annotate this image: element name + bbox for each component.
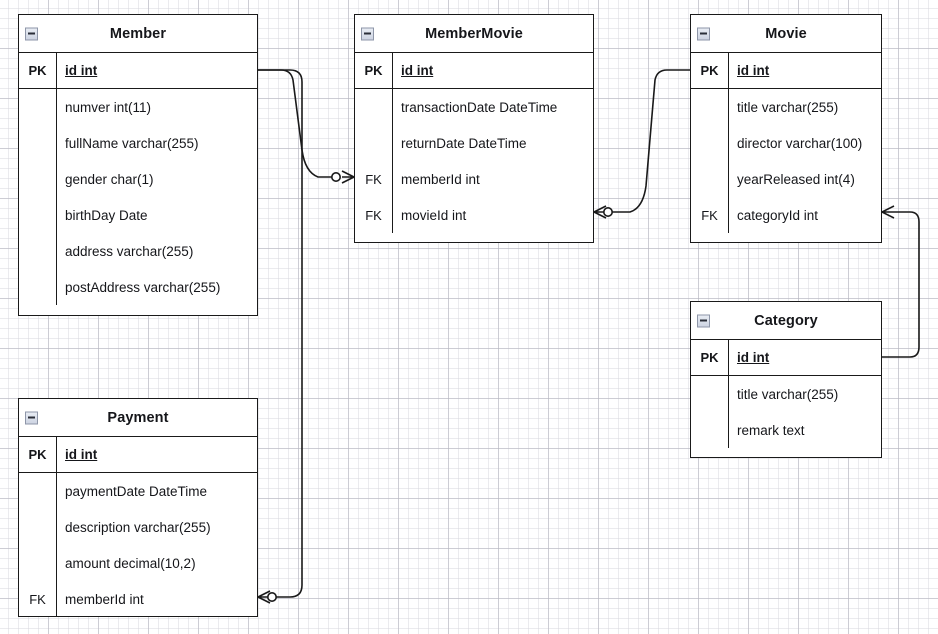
- row-field-label: transactionDate DateTime: [401, 99, 558, 115]
- entity-row-primary-key[interactable]: PK id int: [355, 53, 593, 89]
- entity-title: MemberMovie: [425, 25, 523, 42]
- minus-icon[interactable]: [25, 411, 38, 424]
- row-key-label: PK: [700, 63, 719, 78]
- row-field-label: fullName varchar(255): [65, 135, 199, 151]
- row-field-label: amount decimal(10,2): [65, 555, 196, 571]
- entity-row-field[interactable]: returnDate DateTime: [355, 125, 593, 161]
- row-field-label: returnDate DateTime: [401, 135, 527, 151]
- row-key-label: FK: [29, 591, 46, 607]
- row-field-label: remark text: [737, 422, 805, 438]
- minus-icon[interactable]: [697, 314, 710, 327]
- entity-row-field[interactable]: transactionDate DateTime: [355, 89, 593, 125]
- entity-row-primary-key[interactable]: PK id int: [691, 53, 881, 89]
- entity-row-field[interactable]: address varchar(255): [19, 233, 257, 269]
- row-field-label: gender char(1): [65, 171, 154, 187]
- row-field-label: title varchar(255): [737, 99, 839, 115]
- entity-header: Movie: [691, 15, 881, 53]
- entity-row-field[interactable]: description varchar(255): [19, 509, 257, 545]
- minus-icon[interactable]: [25, 27, 38, 40]
- entity-row-field[interactable]: remark text: [691, 412, 881, 448]
- entity-field-list: paymentDate DateTime description varchar(…: [19, 473, 257, 617]
- minus-icon[interactable]: [361, 27, 374, 40]
- row-field-label: numver int(11): [65, 99, 152, 115]
- entity-title: Category: [754, 312, 818, 329]
- row-field-label: id int: [737, 63, 770, 78]
- entity-row-field[interactable]: postAddress varchar(255): [19, 269, 257, 305]
- key-column-divider: [392, 53, 393, 233]
- entity-row-field[interactable]: title varchar(255): [691, 89, 881, 125]
- entity-row-field[interactable]: paymentDate DateTime: [19, 473, 257, 509]
- row-key-label: FK: [365, 171, 382, 187]
- row-field-label: movieId int: [401, 207, 467, 223]
- key-column-divider: [56, 437, 57, 617]
- entity-row-field[interactable]: FK memberId int: [355, 161, 593, 197]
- row-field-label: id int: [65, 63, 98, 78]
- entity-field-list: title varchar(255) remark text: [691, 376, 881, 448]
- row-field-label: postAddress varchar(255): [65, 279, 221, 295]
- entity-row-primary-key[interactable]: PK id int: [691, 340, 881, 376]
- entity-row-field[interactable]: FK memberId int: [19, 581, 257, 617]
- row-key-label: FK: [701, 207, 718, 223]
- entity-header: Category: [691, 302, 881, 340]
- minus-icon[interactable]: [697, 27, 710, 40]
- entity-row-primary-key[interactable]: PK id int: [19, 53, 257, 89]
- key-column-divider: [728, 53, 729, 233]
- row-field-label: categoryId int: [737, 207, 819, 223]
- entity-header: MemberMovie: [355, 15, 593, 53]
- entity-row-field[interactable]: numver int(11): [19, 89, 257, 125]
- row-field-label: id int: [65, 447, 98, 462]
- row-field-label: birthDay Date: [65, 207, 148, 223]
- entity-field-list: numver int(11) fullName varchar(255) gende…: [19, 89, 257, 305]
- entity-row-field[interactable]: birthDay Date: [19, 197, 257, 233]
- key-column-divider: [56, 53, 57, 305]
- row-key-label: PK: [28, 63, 47, 78]
- row-key-label: PK: [28, 447, 47, 462]
- row-field-label: memberId int: [65, 591, 144, 607]
- row-field-label: id int: [737, 350, 770, 365]
- key-column-divider: [728, 340, 729, 448]
- row-field-label: memberId int: [401, 171, 480, 187]
- entity-field-list: transactionDate DateTime returnDate DateT…: [355, 89, 593, 233]
- row-field-label: description varchar(255): [65, 519, 211, 535]
- entity-row-field[interactable]: amount decimal(10,2): [19, 545, 257, 581]
- entity-row-primary-key[interactable]: PK id int: [19, 437, 257, 473]
- entity-header: Payment: [19, 399, 257, 437]
- row-field-label: address varchar(255): [65, 243, 194, 259]
- row-key-label: PK: [364, 63, 383, 78]
- row-field-label: paymentDate DateTime: [65, 483, 208, 499]
- row-field-label: id int: [401, 63, 434, 78]
- row-field-label: director varchar(100): [737, 135, 863, 151]
- row-key-label: FK: [365, 207, 382, 223]
- entity-field-list: title varchar(255) director varchar(100) y…: [691, 89, 881, 233]
- entity-title: Movie: [765, 25, 807, 42]
- entity-row-field[interactable]: gender char(1): [19, 161, 257, 197]
- row-field-label: yearReleased int(4): [737, 171, 855, 187]
- entity-title: Member: [109, 25, 167, 42]
- entity-row-field[interactable]: yearReleased int(4): [691, 161, 881, 197]
- entity-header: Member: [19, 15, 257, 53]
- row-field-label: title varchar(255): [737, 386, 839, 402]
- row-key-label: PK: [700, 350, 719, 365]
- entity-row-field[interactable]: FK categoryId int: [691, 197, 881, 233]
- entity-row-field[interactable]: title varchar(255): [691, 376, 881, 412]
- entity-title: Payment: [107, 409, 169, 426]
- entity-row-field[interactable]: director varchar(100): [691, 125, 881, 161]
- entity-row-field[interactable]: fullName varchar(255): [19, 125, 257, 161]
- entity-row-field[interactable]: FK movieId int: [355, 197, 593, 233]
